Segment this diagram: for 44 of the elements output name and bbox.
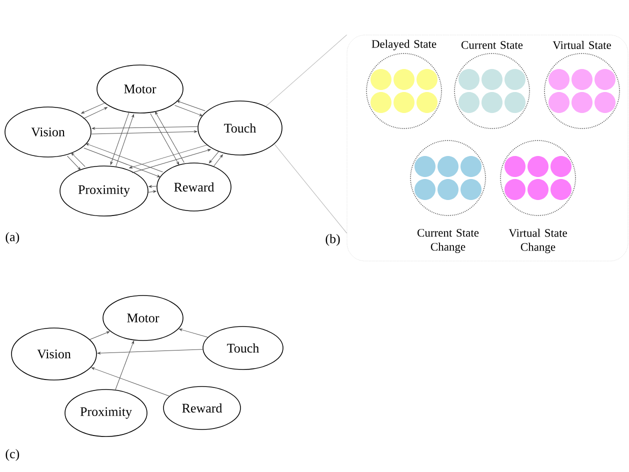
circle-label: Current State Change — [418, 228, 479, 254]
arrow — [92, 126, 198, 130]
rounded-panel — [346, 34, 628, 262]
arrow — [208, 150, 220, 164]
arrow — [97, 349, 203, 354]
arrow — [67, 156, 81, 170]
arrow — [115, 114, 134, 168]
arrow — [71, 152, 86, 167]
panel-label: (c) — [6, 449, 20, 461]
circle-label: Virtual State Change — [508, 228, 567, 254]
arrow — [154, 111, 184, 163]
arrow — [110, 112, 130, 165]
arrow — [91, 130, 198, 134]
arrow — [81, 102, 106, 114]
ellipse-node: Touch — [198, 100, 282, 156]
ellipse-node: Reward — [163, 386, 241, 430]
arrow — [176, 100, 206, 112]
arrow — [84, 148, 160, 178]
arrow — [150, 113, 180, 165]
arrow — [148, 190, 156, 193]
circle-label: Current State — [462, 41, 523, 49]
circle-label: Virtual State — [552, 40, 611, 50]
arrow — [212, 154, 223, 168]
ellipse-node: Proximity — [60, 166, 148, 216]
ellipse-node: Proximity — [64, 389, 148, 437]
ellipse-node: Motor — [96, 64, 184, 114]
arrow — [91, 367, 170, 396]
arrow — [132, 149, 211, 173]
arrow — [174, 105, 203, 116]
arrow — [90, 331, 110, 340]
arrow — [179, 328, 208, 338]
ellipse-node: Touch — [202, 326, 284, 370]
panel-label: (b) — [326, 234, 340, 246]
ellipse-node: Reward — [156, 162, 232, 212]
ellipse-node: Vision — [4, 106, 92, 158]
panel-label: (a) — [6, 232, 20, 244]
arrow — [82, 107, 108, 119]
arrow — [148, 185, 157, 188]
arrow — [129, 144, 208, 168]
ellipse-node: Vision — [11, 328, 97, 380]
circle-label: Delayed State — [372, 40, 436, 50]
arrow — [86, 143, 163, 172]
arrow — [115, 340, 134, 390]
ellipse-node: Motor — [102, 295, 184, 341]
